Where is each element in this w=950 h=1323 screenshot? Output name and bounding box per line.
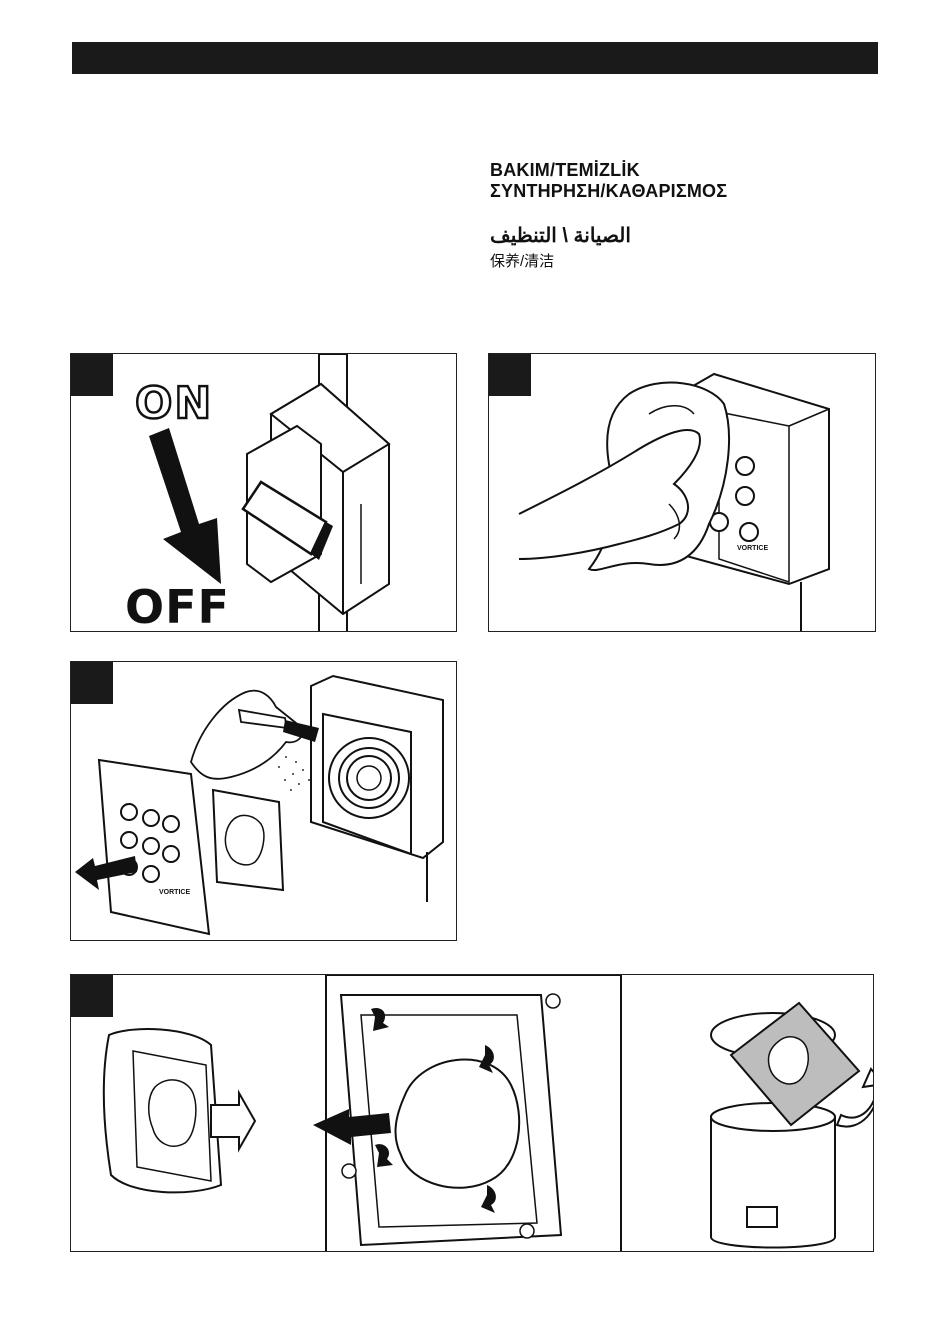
title-arabic: الصيانة \ التنظيف (490, 224, 910, 248)
filter-icon (71, 975, 874, 1252)
svg-text:VORTICE: VORTICE (737, 545, 768, 552)
step-4-panel (70, 974, 874, 1252)
hand-cloth-icon: VORTICE (489, 354, 876, 632)
off-label: OFF (125, 580, 230, 634)
header-bar (72, 42, 878, 74)
step-3-panel: VORTICE (70, 661, 457, 941)
title-turkish: BAKIM/TEMİZLİK (490, 160, 910, 181)
title-chinese: 保养/清洁 (490, 252, 910, 272)
on-label: ON (135, 378, 213, 429)
brush-icon (71, 662, 457, 941)
section-titles: BAKIM/TEMİZLİK ΣΥΝΤΗΡΗΣΗ/ΚΑΘΑΡΙΣΜΟΣ الصي… (490, 160, 910, 272)
step-2-panel: VORTICE (488, 353, 876, 632)
title-greek: ΣΥΝΤΗΡΗΣΗ/ΚΑΘΑΡΙΣΜΟΣ (490, 181, 910, 202)
